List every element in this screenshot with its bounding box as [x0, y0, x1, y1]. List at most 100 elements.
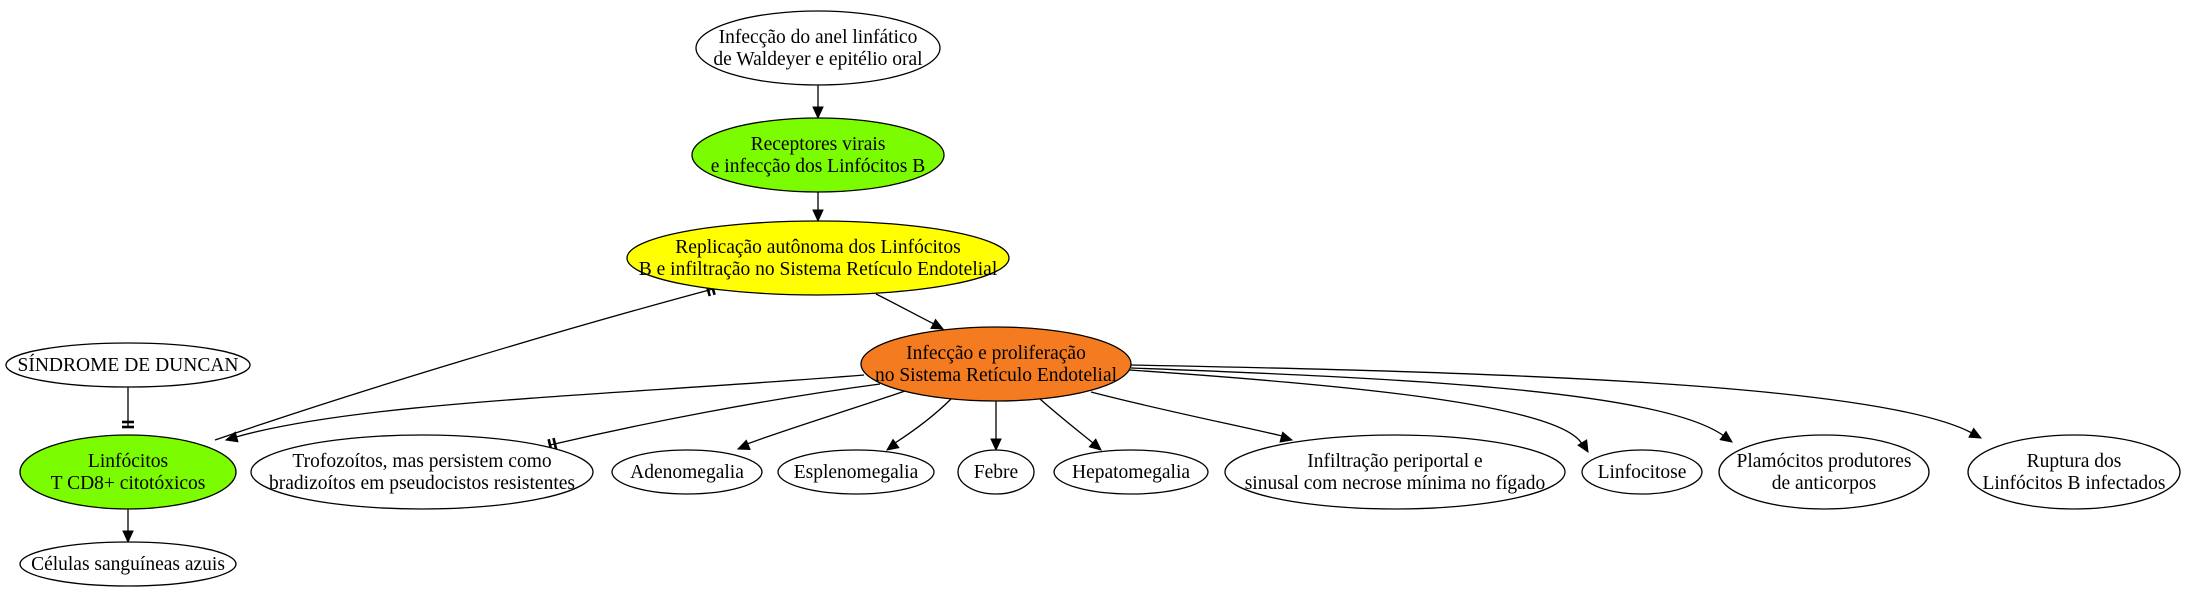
arrowhead-icon [812, 209, 824, 223]
node-ellipse [860, 326, 1132, 402]
node-label: Esplenomegalia [794, 462, 919, 483]
node-ellipse [611, 449, 763, 495]
edge-line [214, 288, 714, 441]
edge-receptores-to-replicacao [812, 192, 824, 223]
edge-line [894, 398, 952, 444]
node-ellipse [626, 220, 1010, 296]
node-ellipse [1053, 449, 1209, 495]
node-label: no Sistema Retículo Endotelial [875, 365, 1118, 386]
arrowhead-icon [1279, 431, 1294, 443]
node-label: Infiltração periportal e [1307, 451, 1482, 472]
node-ellipse [957, 449, 1035, 495]
node-ellipse [250, 434, 594, 510]
arrowhead-icon [1719, 430, 1733, 443]
edge-proliferacao-to-febre [990, 401, 1002, 452]
edge-line [1130, 367, 1725, 437]
node-label: Células sanguíneas azuis [31, 554, 225, 575]
node-label: Replicação autônoma dos Linfócitos [675, 237, 960, 258]
node-adenomegalia: Adenomegalia [611, 449, 763, 495]
edge-proliferacao-to-esplenomegalia [886, 398, 952, 451]
node-label: Febre [974, 462, 1018, 483]
edge-duncan-to-cd8 [122, 387, 134, 429]
node-label: Infecção e proliferação [906, 343, 1086, 364]
node-label: Linfocitose [1598, 462, 1687, 483]
node-label: Adenomegalia [630, 462, 744, 483]
node-ellipse [695, 10, 941, 86]
node-ellipse [19, 541, 237, 587]
node-febre: Febre [957, 449, 1035, 495]
arrowhead-icon [122, 530, 134, 544]
edge-line [875, 293, 935, 325]
node-label: Receptores virais [751, 134, 886, 155]
arrowhead-icon [930, 318, 945, 330]
node-ellipse [1718, 434, 1930, 510]
node-ellipse [691, 117, 945, 193]
node-linfocitose: Linfocitose [1581, 449, 1703, 495]
node-label: sinusal com necrose mínima no fígado [1245, 473, 1546, 494]
node-ellipse [19, 434, 237, 510]
edge-proliferacao-to-linfocitose [1128, 369, 1589, 454]
node-label: Ruptura dos [2027, 451, 2122, 472]
edge-line [1039, 398, 1094, 444]
node-label: SÍNDROME DE DUNCAN [17, 354, 238, 376]
arrowhead-icon [1577, 439, 1589, 454]
node-label: Hepatomegalia [1072, 462, 1190, 483]
edge-line [746, 390, 906, 445]
node-hepatomegalia: Hepatomegalia [1053, 449, 1209, 495]
edge-line [1130, 364, 1973, 434]
node-ellipse [1581, 449, 1703, 495]
node-ellipse [777, 449, 935, 495]
arrowhead-icon [224, 431, 239, 443]
node-label: Linfócitos [88, 451, 168, 472]
node-label: de Waldeyer e epitélio oral [713, 49, 923, 70]
arrowhead-icon [886, 438, 900, 451]
node-ellipse [1224, 434, 1566, 510]
node-label: e infecção dos Linfócitos B [711, 156, 925, 177]
edge-replicacao-to-proliferacao [875, 293, 945, 330]
edge-line [1128, 369, 1583, 445]
edge-proliferacao-to-cd8 [224, 374, 865, 443]
edge-line [549, 383, 881, 446]
node-celulas: Células sanguíneas azuis [19, 541, 237, 587]
edge-cd8-to-replicacao [214, 282, 716, 441]
arrowhead-icon [1968, 427, 1983, 439]
node-label: bradizoítos em pseudocistos resistentes [269, 473, 575, 494]
edge-infeccao_anel-to-receptores [812, 85, 824, 120]
node-label: Linfócitos B infectados [1982, 473, 2165, 494]
edge-line [235, 374, 865, 438]
node-label: Plamócitos produtores [1737, 451, 1912, 472]
edge-proliferacao-to-infiltracao [1090, 391, 1294, 443]
node-label: Trofozoítos, mas persistem como [292, 451, 551, 472]
node-ellipse [5, 342, 251, 388]
node-label: Infecção do anel linfático [719, 27, 918, 48]
edge-proliferacao-to-hepatomegalia [1039, 398, 1102, 451]
node-label: de anticorpos [1772, 473, 1877, 494]
arrowhead-icon [1088, 438, 1102, 451]
edge-cd8-to-celulas [122, 509, 134, 544]
arrowhead-icon [736, 439, 751, 451]
node-trofozoitos: Trofozoítos, mas persistem comobradizoít… [250, 434, 594, 510]
tee-bar-icon [552, 437, 558, 451]
edge-proliferacao-to-plasmocitos [1130, 367, 1733, 443]
edge-proliferacao-to-adenomegalia [736, 390, 906, 451]
arrowhead-icon [990, 438, 1002, 452]
node-ellipse [1967, 434, 2181, 510]
edge-proliferacao-to-ruptura [1130, 364, 1983, 439]
arrowhead-icon [812, 106, 824, 120]
node-duncan: SÍNDROME DE DUNCAN [5, 342, 251, 388]
node-esplenomegalia: Esplenomegalia [777, 449, 935, 495]
node-label: B e infiltração no Sistema Retículo Endo… [639, 259, 998, 280]
edges-layer [122, 85, 1983, 544]
edge-line [1090, 391, 1283, 437]
node-label: T CD8+ citotóxicos [51, 473, 206, 494]
